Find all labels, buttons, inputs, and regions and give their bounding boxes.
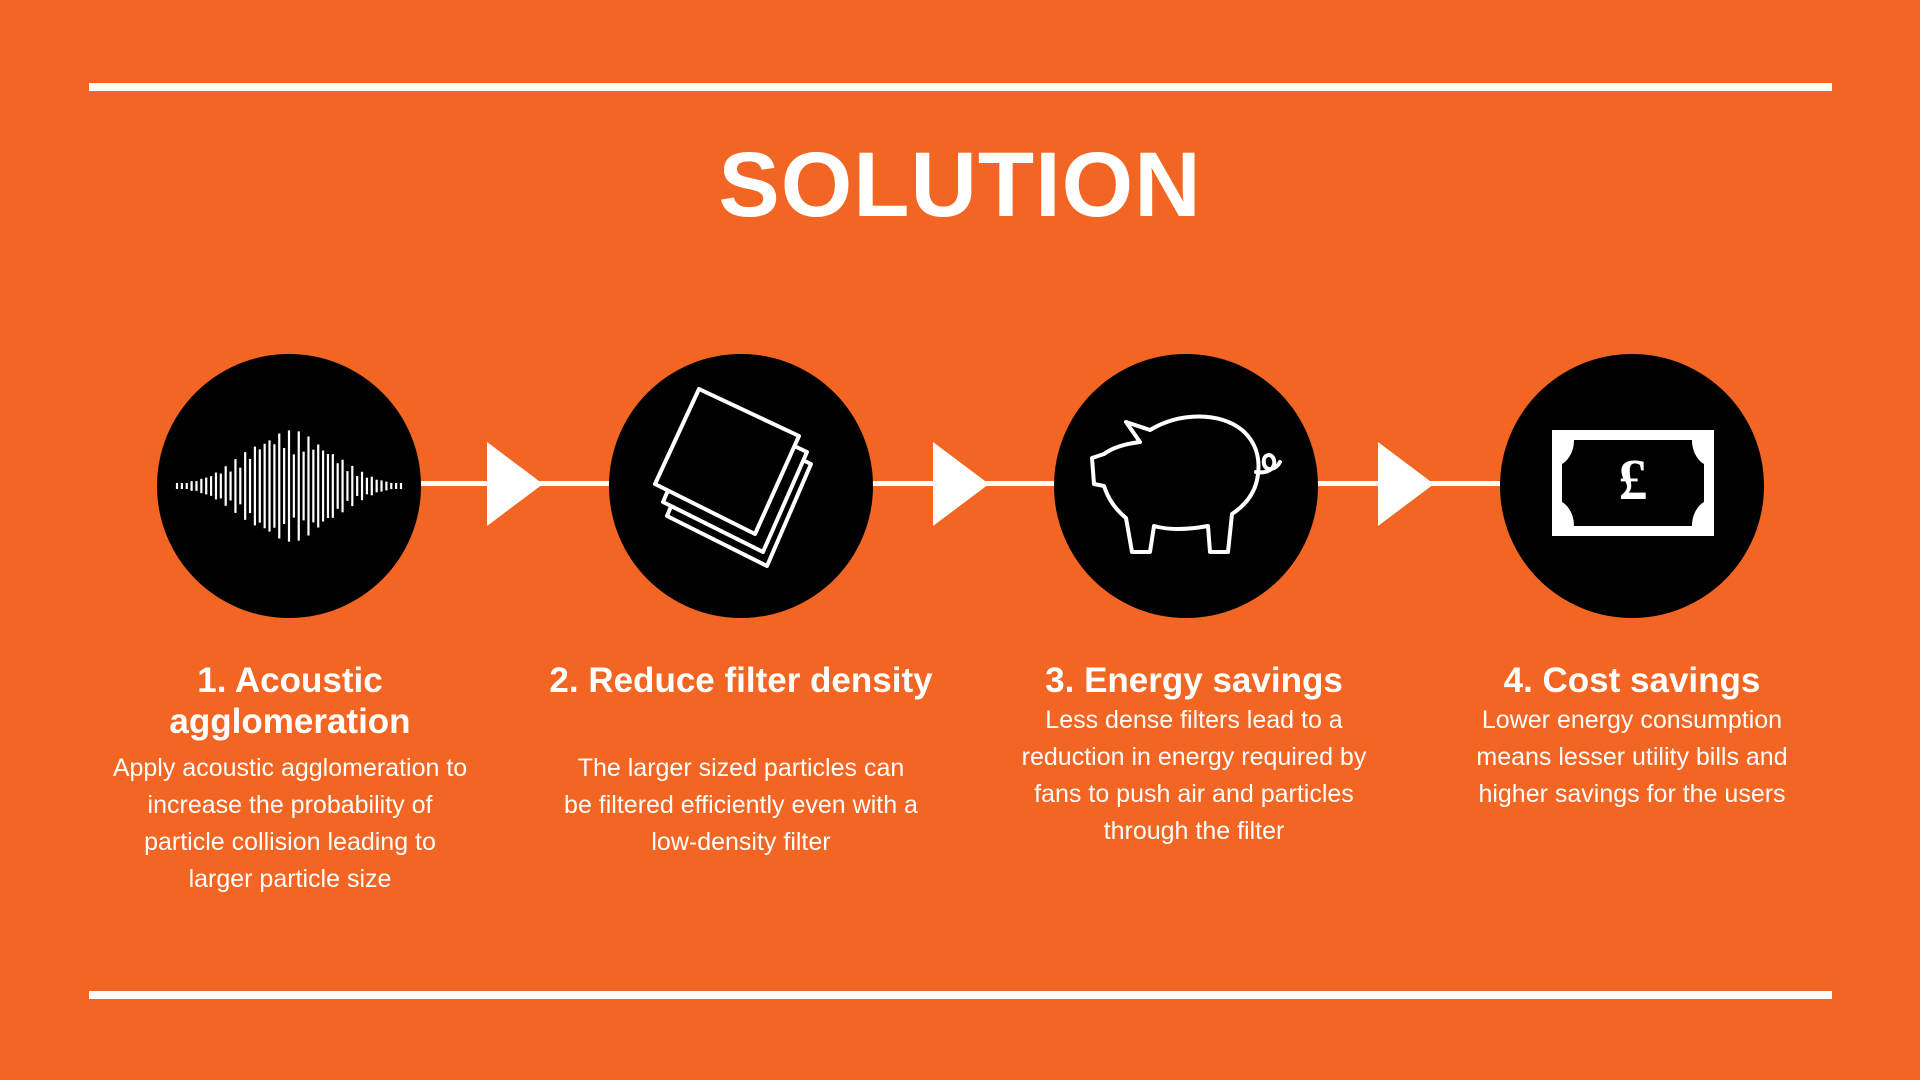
step-3: 3. Energy savings Less dense filters lea… <box>999 660 1389 850</box>
step-3-circle <box>1054 354 1318 618</box>
page-title: SOLUTION <box>718 134 1202 236</box>
step-title: 3. Energy savings <box>1045 661 1343 700</box>
sound-wave-icon <box>175 430 403 542</box>
top-divider <box>89 83 1832 91</box>
step-2: 2. Reduce filter density The larger size… <box>546 660 936 861</box>
arrow-right-icon <box>487 442 543 526</box>
piggy-bank-icon <box>1090 414 1282 554</box>
step-title: 4. Cost savings <box>1503 661 1761 700</box>
step-description: Less dense filters lead to a reduction i… <box>1021 706 1367 845</box>
step-description: Lower energy consumption means lesser ut… <box>1476 706 1788 808</box>
step-description: The larger sized particles can be filter… <box>564 754 918 856</box>
pound-sign: £ <box>1619 447 1648 512</box>
step-title: 2. Reduce filter density <box>549 661 933 700</box>
step-2-circle <box>609 354 873 618</box>
step-4: 4. Cost savings Lower energy consumption… <box>1437 660 1827 813</box>
step-title: 1. Acoustic agglomeration <box>169 661 411 741</box>
step-1: 1. Acoustic agglomeration Apply acoustic… <box>95 660 485 898</box>
step-4-circle: £ <box>1500 354 1764 618</box>
step-1-circle <box>157 354 421 618</box>
bottom-divider <box>89 991 1832 999</box>
banknote-icon: £ <box>1552 430 1714 536</box>
arrow-right-icon <box>933 442 989 526</box>
filter-layers-icon <box>653 387 813 568</box>
step-description: Apply acoustic agglomeration to increase… <box>112 754 468 893</box>
arrow-right-icon <box>1378 442 1434 526</box>
